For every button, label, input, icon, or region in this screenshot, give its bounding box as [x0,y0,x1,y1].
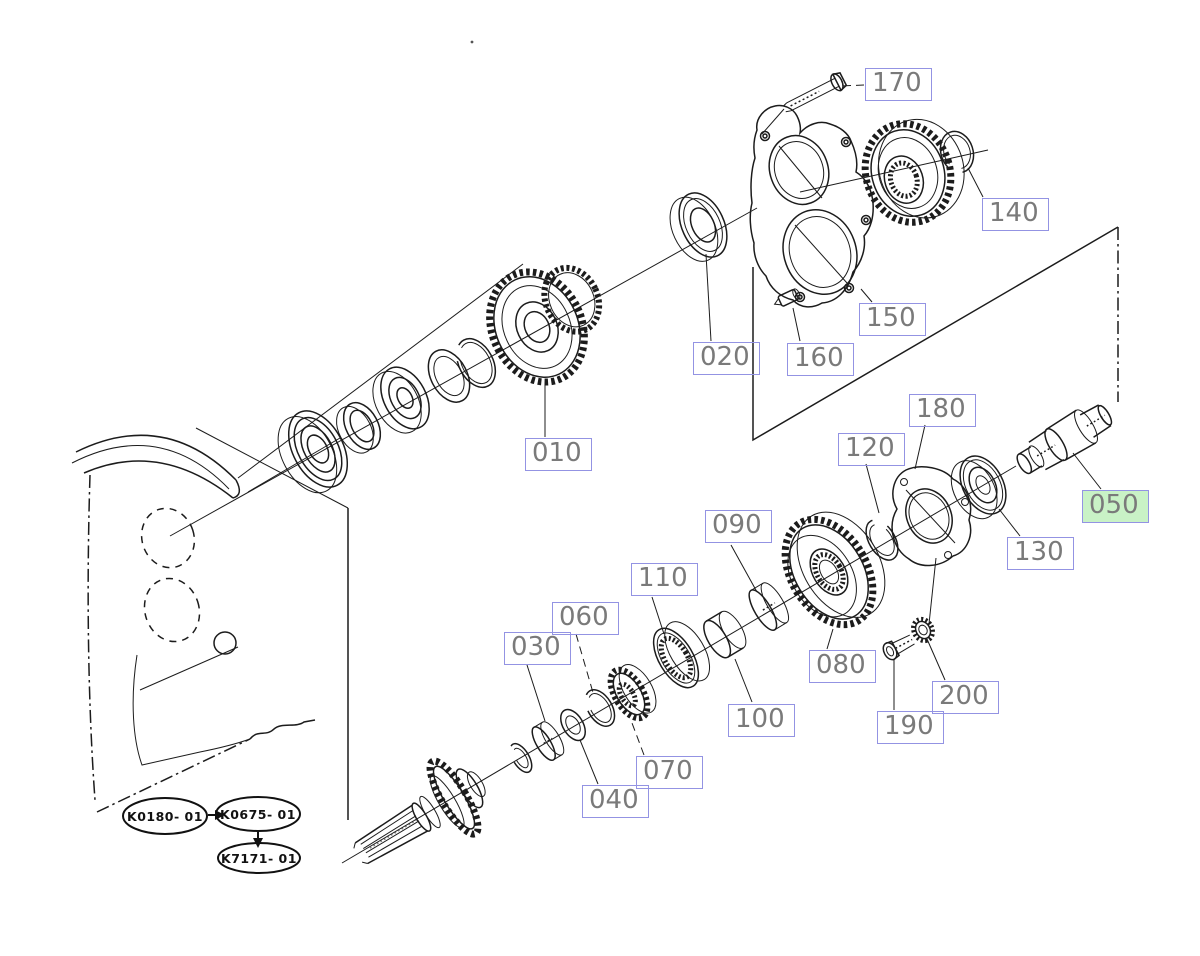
part-label-170[interactable]: 170 [865,68,932,101]
part-label-020[interactable]: 020 [693,342,760,375]
bearing-housing-side [277,410,349,494]
bushing-100 [703,610,747,659]
collar [336,401,382,454]
chain-arrowhead [215,810,225,820]
housing-outline [71,263,524,820]
bearing-130 [950,455,1007,520]
nut-200 [911,616,935,644]
snap-ring [455,337,497,389]
part-label-060[interactable]: 060 [552,602,619,635]
bolt-axis-line [761,108,785,135]
lower-shaft-assembly [341,404,1113,865]
upper-shaft-assembly [169,72,989,537]
part-label-130[interactable]: 130 [1007,537,1074,570]
part-label-040[interactable]: 040 [582,785,649,818]
input-shaft [353,757,486,865]
plate-screw-line [928,557,937,625]
part-label-050[interactable]: 050 [1082,490,1149,523]
bearing-020 [669,192,728,262]
part-label-140[interactable]: 140 [982,198,1049,231]
part-label-090[interactable]: 090 [705,510,772,543]
cover-plate-150 [749,104,874,308]
ref-code-node[interactable] [122,797,208,835]
ref-code-text: K0180- 01 [127,809,203,824]
section-panel [752,226,1119,442]
retainer-plate-180 [891,466,972,567]
screw-190 [882,634,915,661]
chain-arrowhead [253,838,263,848]
snap-ring-060 [584,689,616,727]
part-label-150[interactable]: 150 [859,303,926,336]
snap-ring-140 [939,130,975,174]
needle-bearing-030 [531,721,565,762]
washer-040 [559,708,587,742]
gear-010 [486,264,603,386]
part-label-100[interactable]: 100 [728,704,795,737]
print-speck [470,40,474,44]
part-label-180[interactable]: 180 [909,394,976,427]
part-label-120[interactable]: 120 [838,433,905,466]
part-label-110[interactable]: 110 [631,563,698,596]
lower-axis-line [341,465,1017,864]
part-label-160[interactable]: 160 [787,343,854,376]
ref-code-chain: K0180- 01 K0675- 01 K7171- 01 [122,796,301,874]
part-label-030[interactable]: 030 [504,632,571,665]
ref-code-text: K7171- 01 [221,851,297,866]
pto-shaft-050 [1016,404,1113,475]
leader-lines [526,84,1102,785]
part-label-070[interactable]: 070 [636,756,703,789]
part-label-080[interactable]: 080 [809,650,876,683]
gear-140 [861,118,965,226]
part-label-190[interactable]: 190 [877,711,944,744]
upper-axis-line [169,207,758,537]
ball-bearing [372,366,430,434]
sleeve-110 [652,621,711,689]
part-label-200[interactable]: 200 [932,681,999,714]
ref-code-text: K0675- 01 [220,807,296,822]
part-label-010[interactable]: 010 [525,438,592,471]
